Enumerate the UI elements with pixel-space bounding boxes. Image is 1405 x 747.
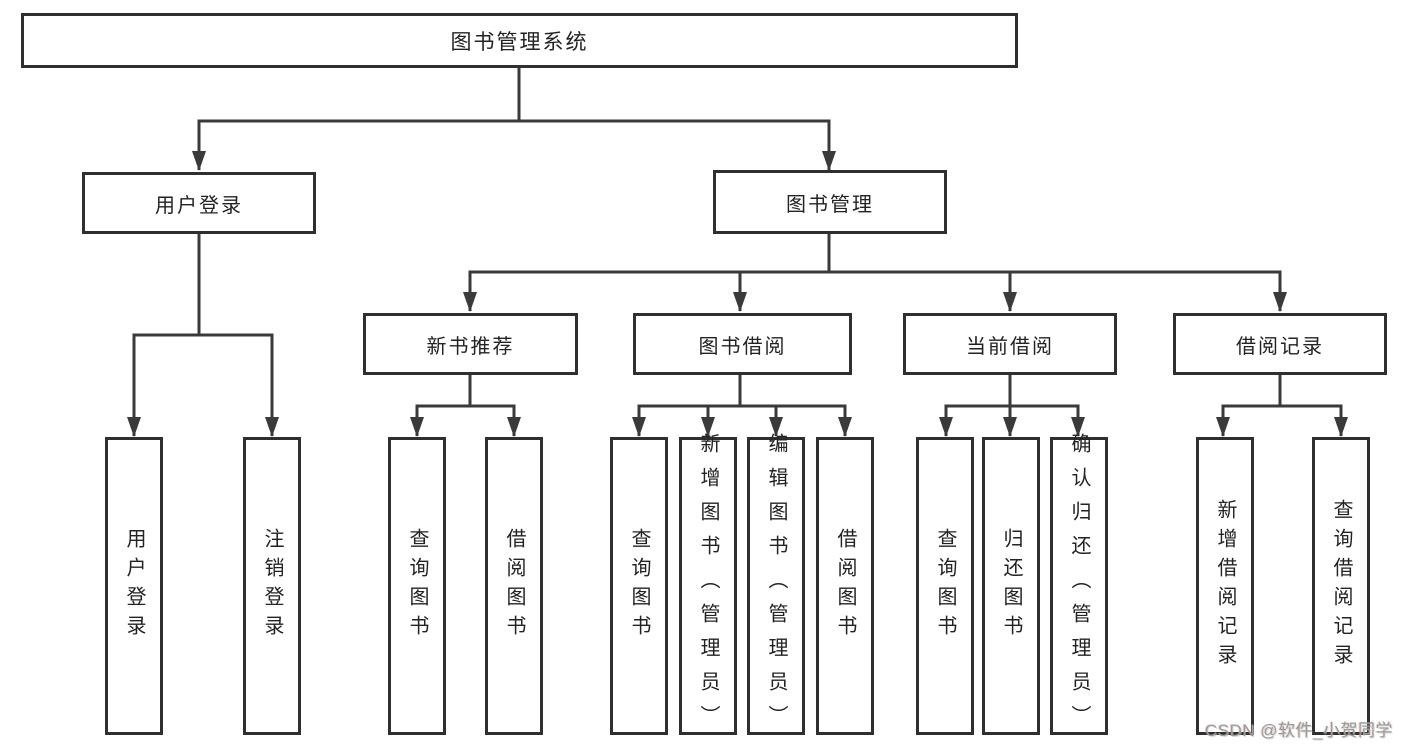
leaf-label: 查询借阅记录	[1330, 499, 1352, 673]
node-library-management-system: 图书管理系统	[21, 13, 1018, 68]
connector-root-split	[197, 66, 831, 123]
connector-current-borrowing-split	[944, 373, 1080, 408]
leaf-label: 新增借阅记录	[1214, 499, 1236, 673]
node-new-book-recommend: 新书推荐	[363, 313, 578, 375]
connector-new-book-split	[415, 373, 516, 408]
leaf-label: 查询图书	[628, 528, 650, 644]
leaf-label: 借阅图书	[503, 528, 525, 644]
leaf-borrow-books-2: 借阅图书	[816, 437, 874, 735]
leaf-query-books-2: 查询图书	[610, 437, 668, 735]
leaf-label: 借阅图书	[834, 528, 856, 644]
leaf-confirm-return-admin: 确认归还（管理员）	[1050, 433, 1108, 739]
leaf-label: 查询图书	[406, 528, 428, 644]
leaf-add-borrow-record: 新增借阅记录	[1196, 437, 1254, 735]
node-book-management: 图书管理	[713, 170, 947, 234]
leaf-query-books-3: 查询图书	[916, 437, 974, 735]
node-label: 图书管理	[786, 193, 874, 216]
node-borrow-records: 借阅记录	[1173, 313, 1387, 375]
node-current-borrowing: 当前借阅	[903, 313, 1117, 375]
node-label: 借阅记录	[1236, 335, 1324, 358]
leaf-label: 确认归还（管理员）	[1068, 433, 1090, 739]
leaf-borrow-books-1: 借阅图书	[485, 437, 543, 735]
leaf-add-book-admin: 新增图书（管理员）	[679, 433, 737, 739]
node-user-login: 用户登录	[82, 172, 316, 234]
node-label: 图书借阅	[698, 335, 787, 358]
leaf-label: 编辑图书（管理员）	[765, 433, 787, 739]
leaf-user-login: 用户登录	[105, 437, 163, 735]
watermark-text: CSDN @软件_小贺同学	[1204, 721, 1393, 740]
leaf-label: 归还图书	[1000, 528, 1022, 644]
leaf-label: 注销登录	[261, 528, 283, 644]
leaf-edit-book-admin: 编辑图书（管理员）	[747, 433, 805, 739]
node-book-borrowing: 图书借阅	[633, 313, 852, 375]
leaf-label: 用户登录	[123, 528, 145, 644]
node-label: 新书推荐	[426, 335, 515, 358]
node-label: 图书管理系统	[450, 30, 589, 54]
leaf-label: 查询图书	[934, 528, 956, 644]
leaf-label: 新增图书（管理员）	[697, 433, 719, 739]
connector-user-login-split	[132, 232, 274, 337]
node-label: 用户登录	[155, 194, 243, 217]
connector-book-management-split	[468, 232, 1282, 274]
leaf-return-book: 归还图书	[982, 437, 1040, 735]
connector-book-borrowing-split	[637, 373, 847, 408]
node-label: 当前借阅	[966, 335, 1054, 358]
leaf-logout: 注销登录	[243, 437, 301, 735]
connector-borrow-records-split	[1221, 373, 1343, 408]
leaf-query-borrow-record: 查询借阅记录	[1312, 437, 1370, 735]
leaf-query-books-1: 查询图书	[388, 437, 446, 735]
